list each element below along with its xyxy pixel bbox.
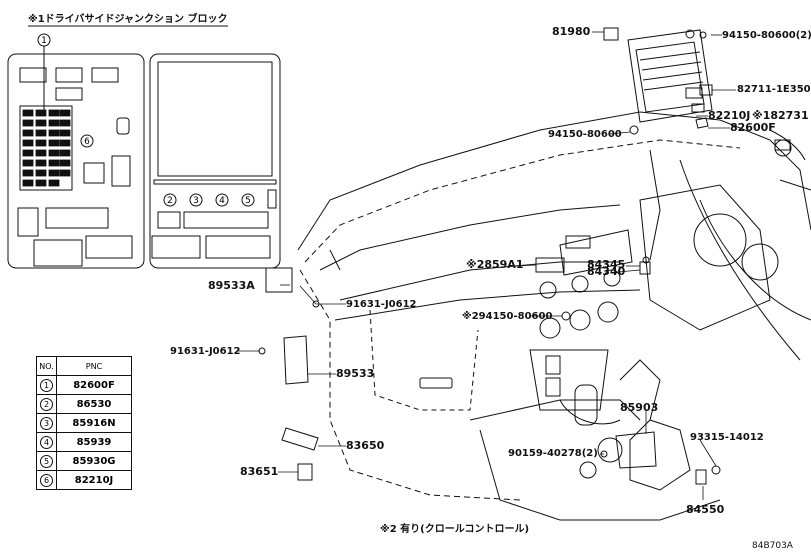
junction-callouts: 1 6 2 3 4 5: [37, 33, 255, 207]
junction-block-inset: [7, 25, 281, 269]
callout-4: 4: [219, 196, 225, 206]
row-number: 3: [40, 416, 53, 430]
row-number: 1: [40, 378, 53, 392]
junction-block-right-panel: [149, 53, 281, 269]
table-row: 4 85939: [36, 432, 132, 452]
diagram-code: 84B703A: [752, 541, 793, 551]
part-859A1-sketch: [535, 257, 565, 273]
table-row: 3 85916N: [36, 413, 132, 433]
part-89533A-sketch: [265, 267, 293, 293]
row-pnc: 82600F: [56, 375, 132, 395]
pnc-table-header: NO. PNC: [36, 356, 132, 376]
callout-3: 3: [193, 196, 199, 206]
row-pnc: 82210J: [56, 470, 132, 490]
row-pnc: 86530: [56, 394, 132, 414]
label-93315-14012: 93315-14012: [690, 432, 764, 443]
label-90159-40278-2: 90159-40278(2): [508, 448, 598, 459]
label-83650: 83650: [346, 439, 385, 452]
row-number: 2: [40, 397, 53, 411]
part-85903-sketch: [615, 431, 657, 469]
junction-block-left-panel: [7, 53, 145, 269]
part-89533-sketch: [283, 335, 309, 385]
part-83651-sketch: [297, 463, 313, 481]
table-row: 5 85930G: [36, 451, 132, 471]
label-85903: 85903: [620, 401, 659, 414]
label-859A1: ※2859A1: [466, 258, 524, 271]
row-pnc: 85916N: [56, 413, 132, 433]
instrument-panel: [297, 111, 811, 521]
leader-lines: [236, 31, 736, 500]
table-row: 6 82210J: [36, 470, 132, 490]
row-pnc: 85939: [56, 432, 132, 452]
label-94150-80600-2: 94150-80600(2): [722, 30, 811, 41]
row-number: 6: [40, 473, 53, 487]
part-84550-sketch: [695, 469, 707, 485]
table-row: 1 82600F: [36, 375, 132, 395]
footnote: ※2 有り(クロールコントロール): [380, 524, 530, 535]
label-91631-J0612-a: 91631-J0612: [346, 299, 417, 310]
label-84340: 84340: [587, 265, 626, 278]
jbox-assembly-sketch: [603, 27, 713, 135]
label-91631-J0612-b: 91631-J0612: [170, 346, 241, 357]
table-row: 2 86530: [36, 394, 132, 414]
fuse-grid: [19, 105, 73, 191]
callout-1: 1: [41, 36, 47, 46]
callout-5: 5: [245, 196, 251, 206]
label-83651: 83651: [240, 465, 279, 478]
label-82600F: 82600F: [730, 121, 776, 134]
label-82711-1E350: 82711-1E350: [737, 84, 811, 95]
label-81980: 81980: [552, 25, 591, 38]
label-89533: 89533: [336, 367, 375, 380]
label-89533A: 89533A: [208, 279, 255, 292]
part-83650-sketch: [281, 427, 319, 451]
header-no: NO.: [36, 356, 57, 376]
row-number: 4: [40, 435, 53, 449]
inset-title: ※1ドライバサイドジャンクション ブロック: [28, 14, 228, 25]
callout-2: 2: [167, 196, 173, 206]
row-number: 5: [40, 454, 53, 468]
callout-6: 6: [84, 137, 90, 147]
label-82210J: 82210J: [708, 109, 751, 122]
header-pnc: PNC: [56, 356, 132, 376]
label-84345: 84345: [587, 258, 626, 271]
label-94150-80600-note2: ※294150-80600: [462, 311, 553, 322]
label-182731: ※182731: [752, 109, 809, 122]
label-94150-80600: 94150-80600: [548, 129, 622, 140]
row-pnc: 85930G: [56, 451, 132, 471]
pnc-table: NO. PNC 1 82600F 2 86530 3 85916N 4 8593…: [36, 356, 132, 490]
label-84550: 84550: [686, 503, 725, 516]
